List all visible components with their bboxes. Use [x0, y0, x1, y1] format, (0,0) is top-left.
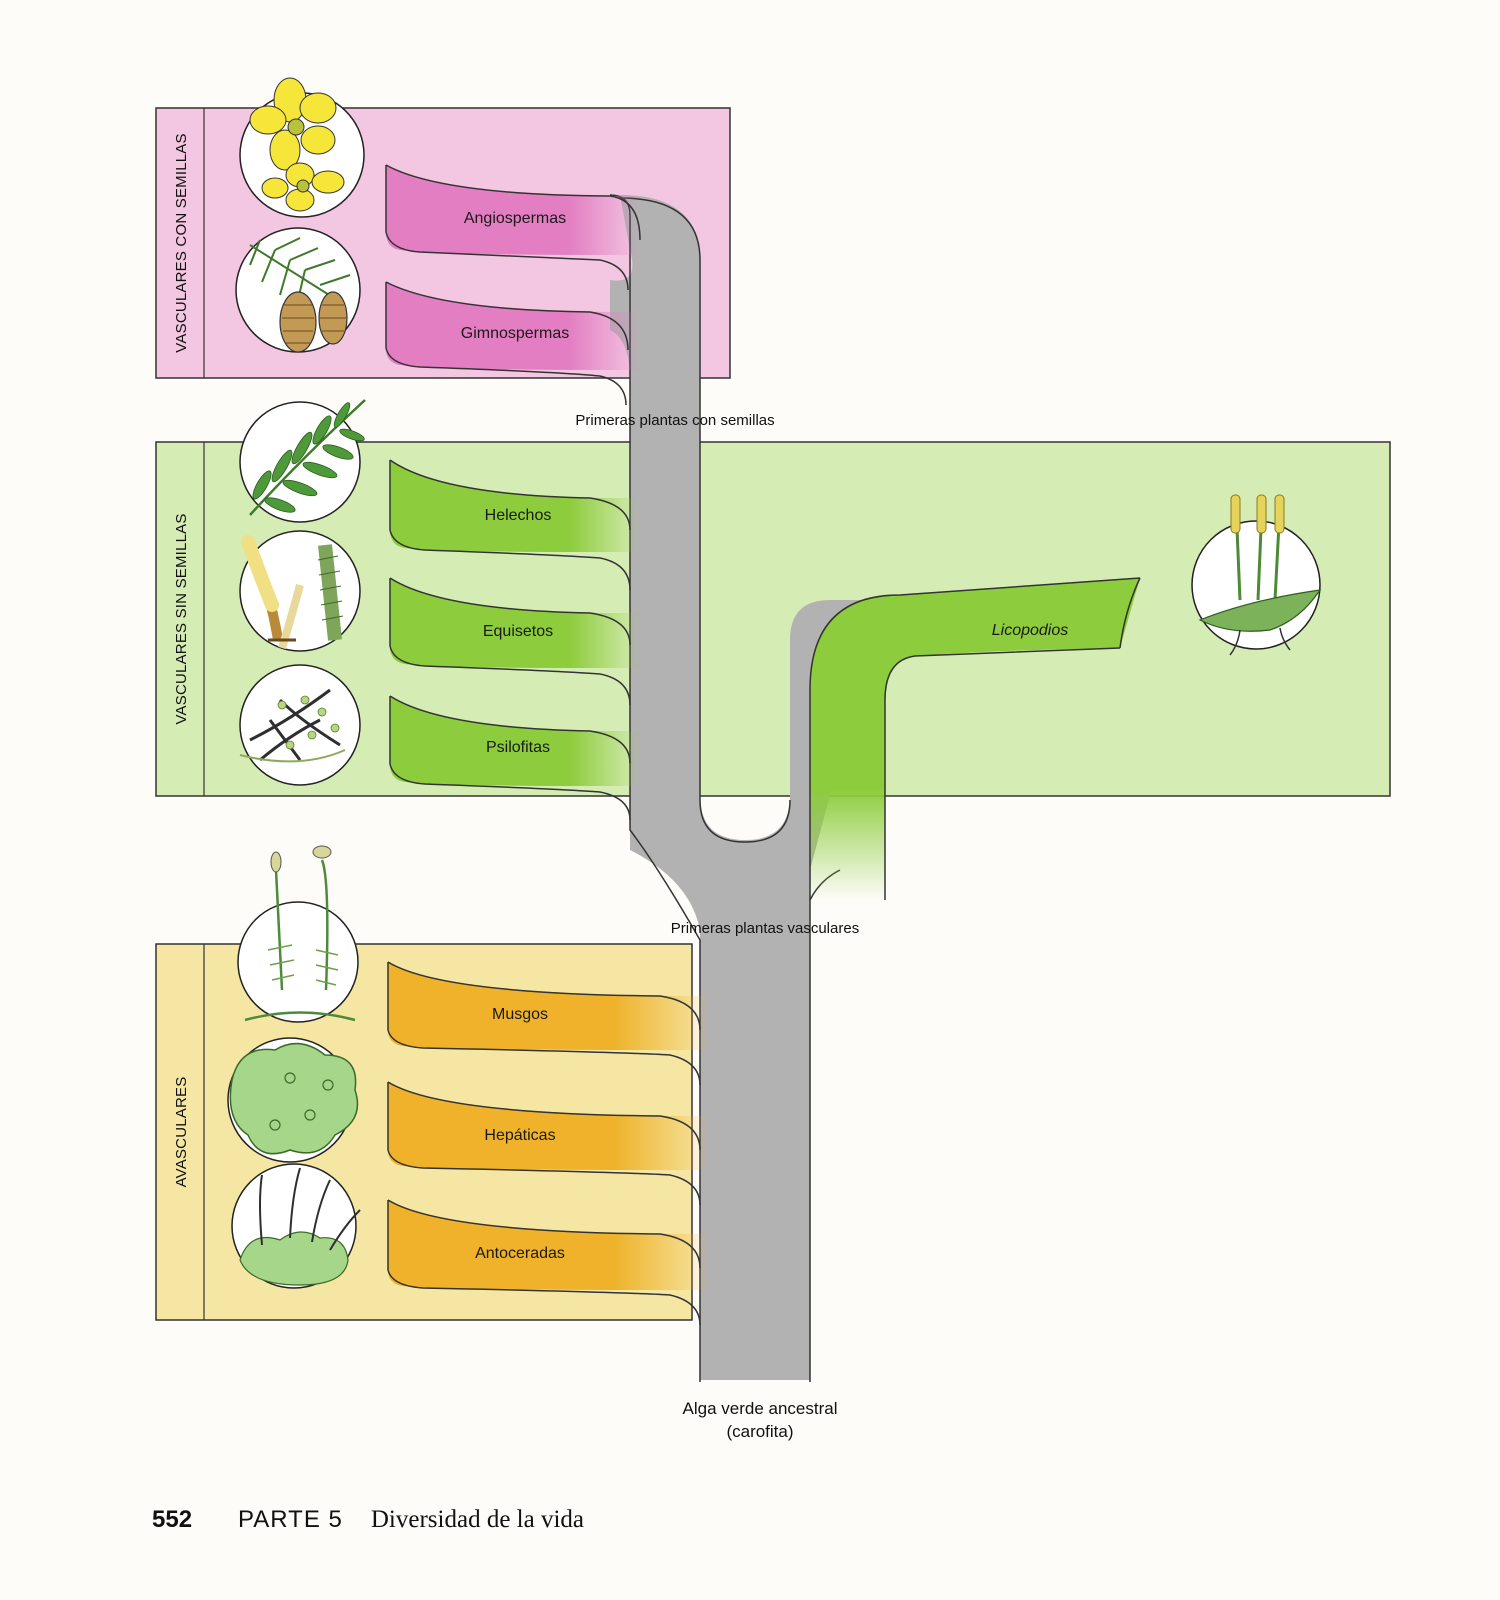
- branch-psilofitas: [389, 695, 640, 821]
- page-number: 552: [152, 1506, 193, 1533]
- liverwort-icon: [227, 1037, 359, 1163]
- fern-frond-icon: [239, 399, 366, 523]
- flower-icon: [239, 77, 365, 218]
- group-label-equisetos: Equisetos: [483, 623, 553, 640]
- node-first-seed-plants: Primeras plantas con semillas: [575, 412, 774, 429]
- branch-musgos: [387, 961, 710, 1086]
- band-label-avascular: AVASCULARES: [173, 1077, 190, 1188]
- root-ancestor-line2: (carofita): [726, 1422, 793, 1441]
- group-label-gimnospermas: Gimnospermas: [461, 325, 569, 342]
- group-label-musgos: Musgos: [492, 1006, 548, 1023]
- group-label-antoceradas: Antoceradas: [475, 1245, 565, 1262]
- band-label-seedless: VASCULARES SIN SEMILLAS: [173, 513, 190, 724]
- branch-helechos: [389, 459, 640, 591]
- band-vascular-seedless: [155, 441, 1391, 797]
- group-label-angiospermas: Angiospermas: [464, 210, 566, 227]
- part-label: PARTE 5: [238, 1506, 343, 1533]
- group-label-licopodios: Licopodios: [992, 622, 1069, 639]
- node-first-vascular-plants: Primeras plantas vasculares: [671, 920, 859, 937]
- moss-icon: [237, 845, 359, 1023]
- conifer-cone-icon: [235, 227, 361, 353]
- branch-angiospermas: [385, 164, 641, 291]
- group-label-helechos: Helechos: [485, 507, 552, 524]
- horsetail-icon: [239, 530, 361, 652]
- hornwort-icon: [231, 1163, 361, 1289]
- branch-gimnospermas: [385, 281, 640, 406]
- group-label-hepaticas: Hepáticas: [484, 1127, 555, 1144]
- branch-antoceradas: [387, 1199, 710, 1326]
- page-footer: 552 PARTE 5 Diversidad de la vida: [152, 1506, 584, 1534]
- branch-hepaticas: [387, 1081, 710, 1206]
- psilotum-icon: [239, 664, 361, 786]
- club-moss-icon: [1191, 494, 1322, 656]
- branch-licopodios: [809, 577, 1141, 900]
- chapter-title: Diversidad de la vida: [370, 1506, 584, 1533]
- root-ancestor-line1: Alga verde ancestral: [683, 1399, 838, 1418]
- band-label-seed: VASCULARES CON SEMILLAS: [173, 133, 190, 352]
- group-label-psilofitas: Psilofitas: [486, 739, 550, 756]
- branch-equisetos: [389, 577, 640, 706]
